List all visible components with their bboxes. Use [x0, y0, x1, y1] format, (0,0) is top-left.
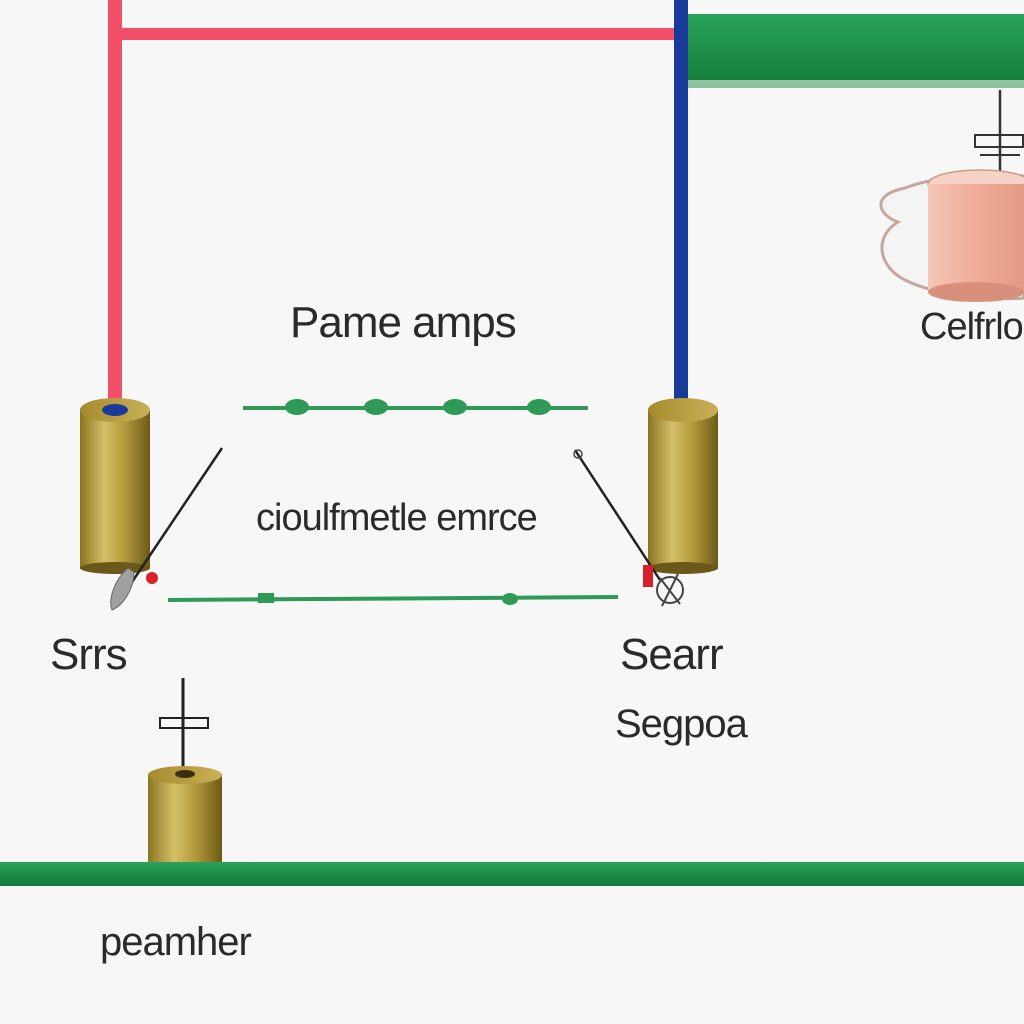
gold-cylinder-icon	[148, 678, 222, 867]
green-dotted-line	[243, 399, 588, 415]
label-top-center: Pame amps	[290, 298, 517, 347]
label-middle-center: cioulfmetle emrce	[256, 497, 538, 539]
gold-cylinder-icon	[80, 398, 150, 574]
base-green-bar	[0, 862, 1024, 886]
label-right-cylinder-1: Searr	[620, 630, 724, 679]
blue-wire	[674, 0, 688, 415]
gold-cylinder-icon	[648, 398, 718, 574]
needle-probe-icon	[110, 447, 224, 611]
label-right-cylinder-2: Segpoa	[615, 702, 748, 746]
label-right-top: Celfrlo	[920, 306, 1024, 348]
label-left-cylinder: Srrs	[50, 630, 128, 679]
green-signal-line	[167, 593, 619, 605]
label-bottom: peamher	[100, 920, 252, 964]
pink-cup-icon	[879, 90, 1024, 302]
needle-probe-icon	[573, 449, 684, 607]
top-green-bar	[688, 14, 1024, 88]
red-wire	[108, 0, 746, 410]
